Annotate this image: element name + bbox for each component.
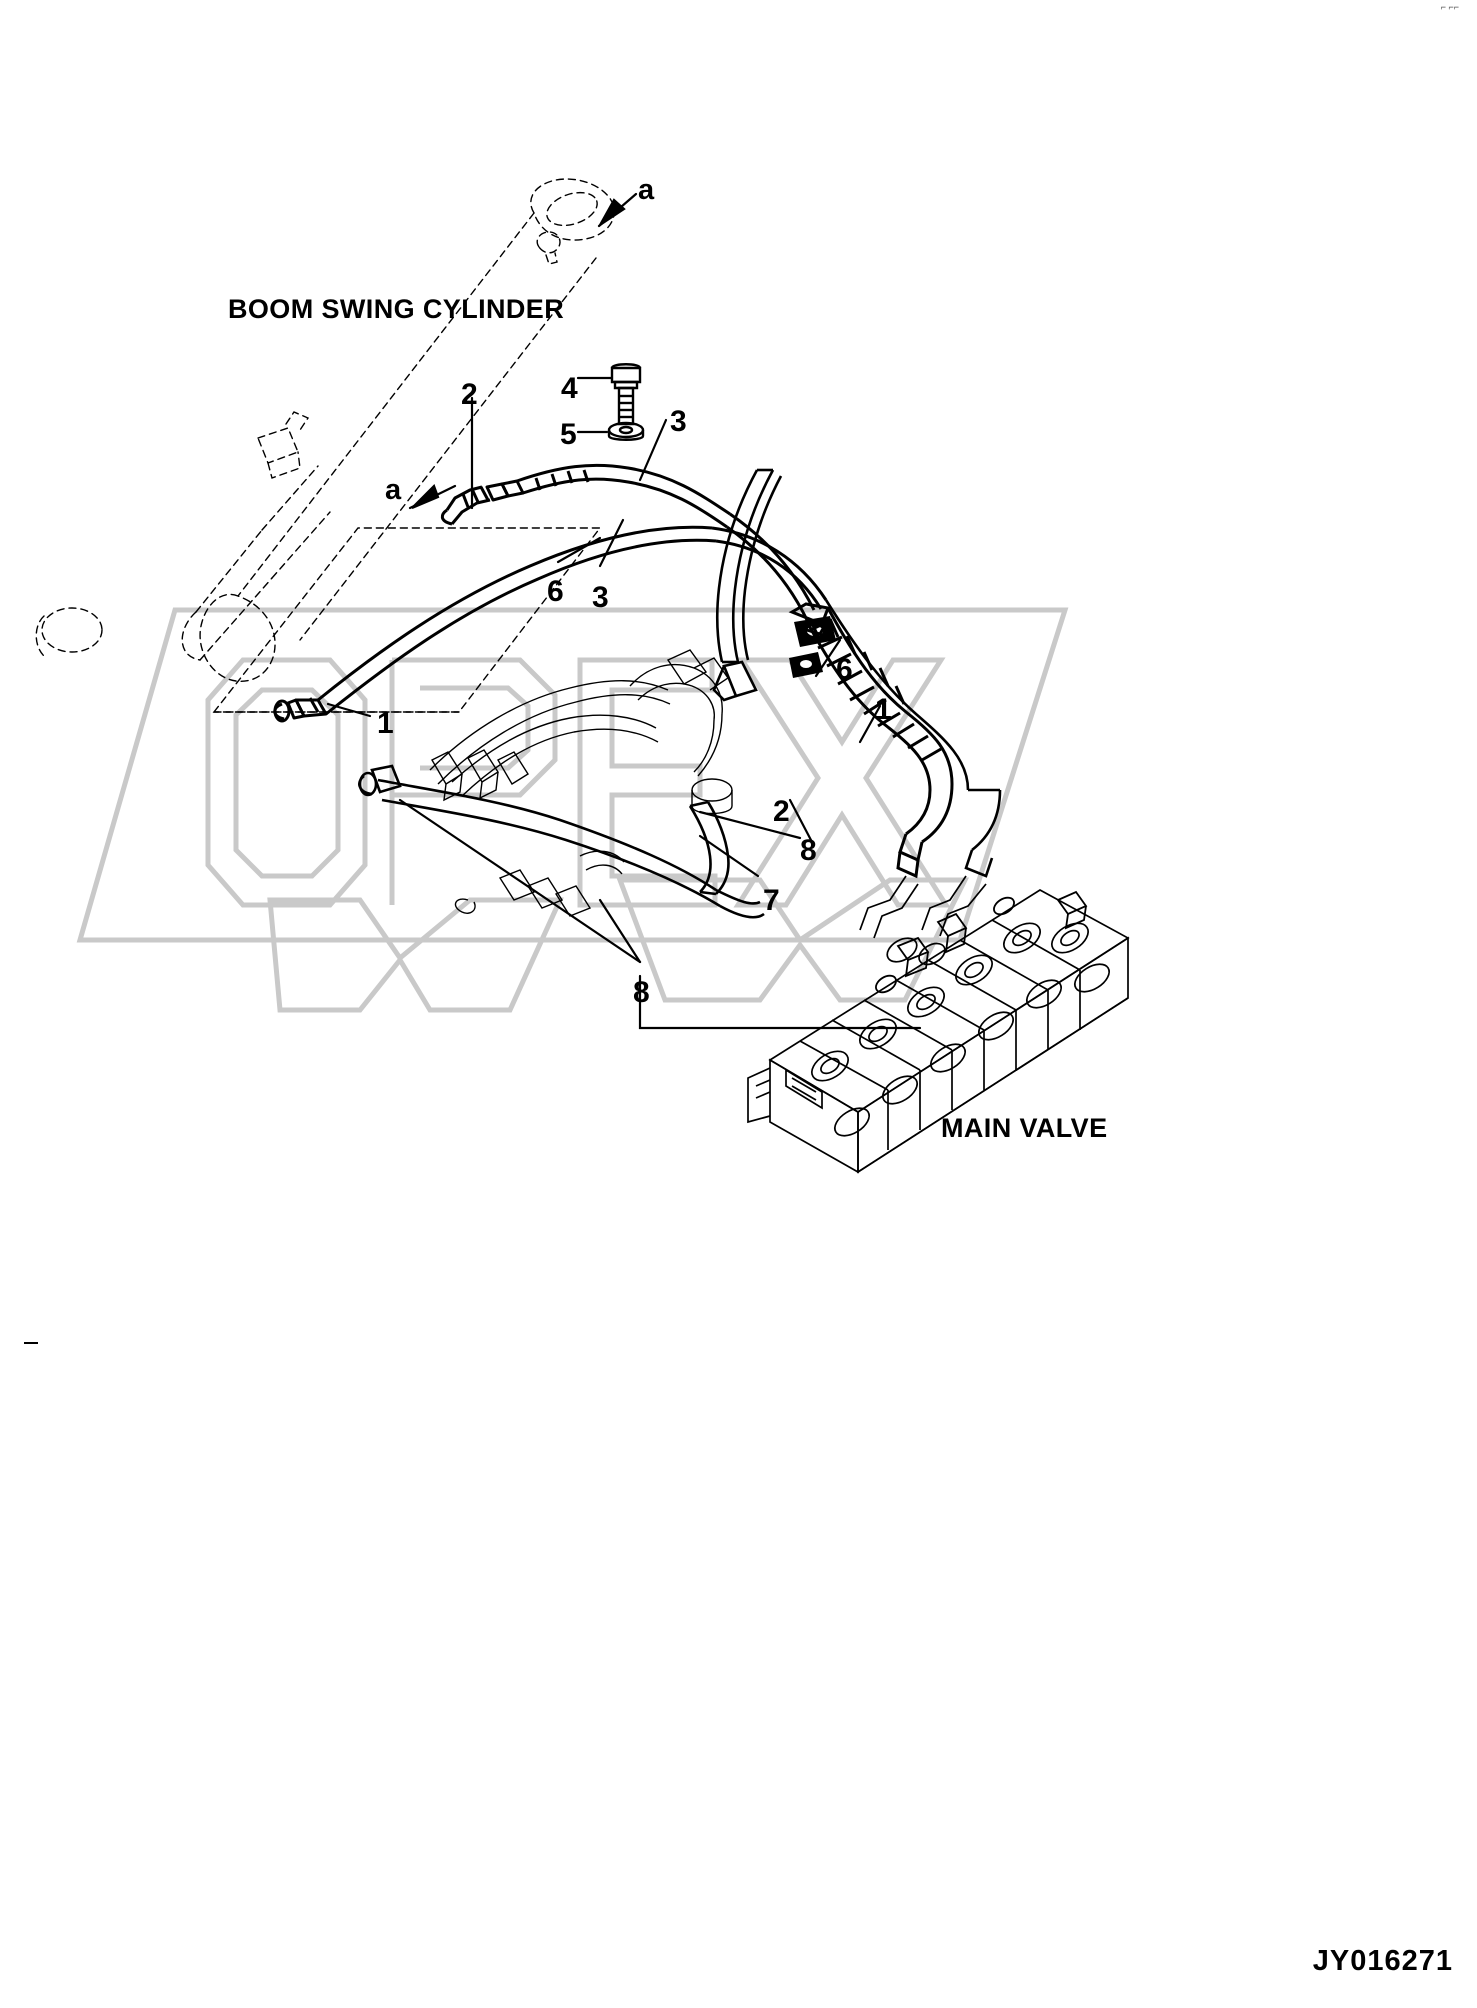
boom-swing-cylinder-graphic bbox=[35, 178, 615, 713]
lower-hose-cluster bbox=[358, 764, 765, 919]
section-mark-a-top: a bbox=[638, 174, 655, 206]
main-valve-graphic bbox=[747, 889, 1130, 1174]
callout-8-lower: 8 bbox=[633, 976, 650, 1009]
section-arrow-a-top bbox=[597, 192, 638, 228]
spiral-wrapped-hose bbox=[788, 602, 954, 879]
callout-6-right: 6 bbox=[836, 653, 853, 686]
callout-7: 7 bbox=[763, 884, 780, 917]
leader-lines bbox=[326, 376, 922, 1030]
callout-3-upper: 3 bbox=[670, 405, 687, 438]
callout-1-right: 1 bbox=[875, 693, 892, 726]
callout-1-left: 1 bbox=[377, 707, 394, 740]
hose-second-assembly bbox=[273, 525, 828, 723]
callout-5: 5 bbox=[560, 418, 577, 451]
callout-4: 4 bbox=[561, 372, 578, 405]
valve-top-elbows bbox=[859, 875, 987, 966]
clamp-assembly bbox=[712, 468, 836, 702]
section-mark-a-lower: a bbox=[385, 474, 402, 506]
section-arrow-a-lower bbox=[408, 484, 457, 510]
bolt-part-4 bbox=[610, 363, 642, 426]
callout-2-upper: 2 bbox=[461, 378, 478, 411]
ghost-hose-bundle bbox=[429, 649, 733, 917]
callout-3-lower: 3 bbox=[592, 581, 609, 614]
washer-part-5 bbox=[607, 421, 645, 441]
main-valve-label: MAIN VALVE bbox=[941, 1113, 1108, 1143]
callout-8-right: 8 bbox=[800, 834, 817, 867]
corner-registration-mark: ⌐ ⌐⌐ bbox=[1440, 2, 1459, 12]
spiral-hose-second bbox=[824, 599, 1002, 878]
callout-6-upper: 6 bbox=[547, 575, 564, 608]
boom-swing-cylinder-label: BOOM SWING CYLINDER bbox=[228, 294, 565, 324]
callout-2-right: 2 bbox=[773, 795, 790, 828]
drawing-number: JY016271 bbox=[1312, 1945, 1453, 1977]
